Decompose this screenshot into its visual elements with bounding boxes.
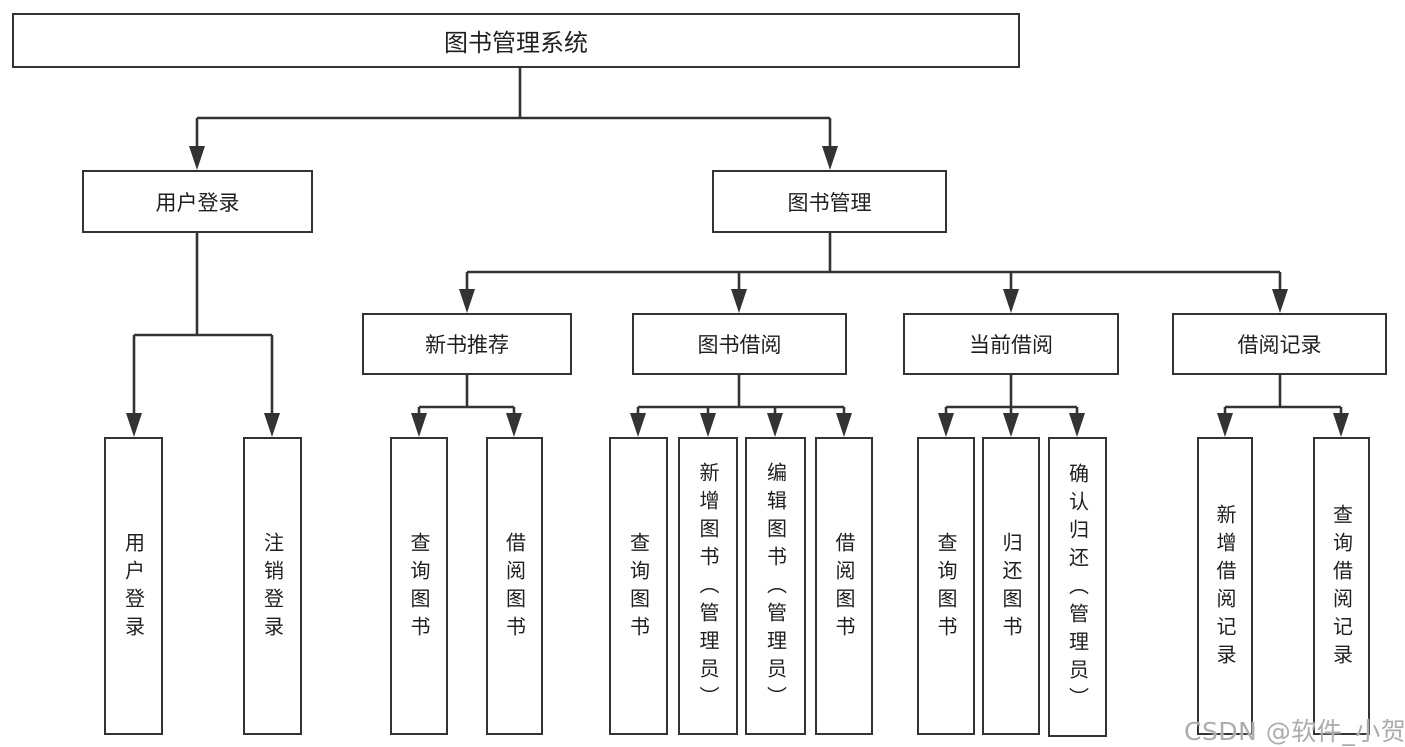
leaf-edit-books-admin: 编辑图书（管理员） [745,437,806,735]
leaf-return-books: 归还图书 [982,437,1040,735]
node-user-login: 用户登录 [82,170,313,233]
node-book-management: 图书管理 [712,170,947,233]
leaf-query-books-recommend: 查询图书 [390,437,448,735]
leaf-query-books-borrow: 查询图书 [609,437,668,735]
leaf-query-borrow-record: 查询借阅记录 [1313,437,1370,735]
node-current-borrow: 当前借阅 [903,313,1119,375]
node-library-system: 图书管理系统 [12,13,1020,68]
node-new-book-recommend: 新书推荐 [362,313,572,375]
node-book-borrow: 图书借阅 [632,313,847,375]
leaf-confirm-return-admin: 确认归还（管理员） [1048,437,1107,737]
leaf-query-books-current: 查询图书 [917,437,975,735]
leaf-borrow-books-recommend: 借阅图书 [486,437,543,735]
arrowheads [126,146,1349,437]
leaf-add-borrow-record: 新增借阅记录 [1197,437,1253,735]
csdn-watermark: CSDN @软件_小贺同学 [1184,717,1405,746]
node-borrow-records: 借阅记录 [1172,313,1387,375]
leaf-borrow-books: 借阅图书 [815,437,873,735]
leaf-logout: 注销登录 [243,437,302,735]
leaf-add-books-admin: 新增图书（管理员） [678,437,738,735]
leaf-user-login: 用户登录 [104,437,163,735]
